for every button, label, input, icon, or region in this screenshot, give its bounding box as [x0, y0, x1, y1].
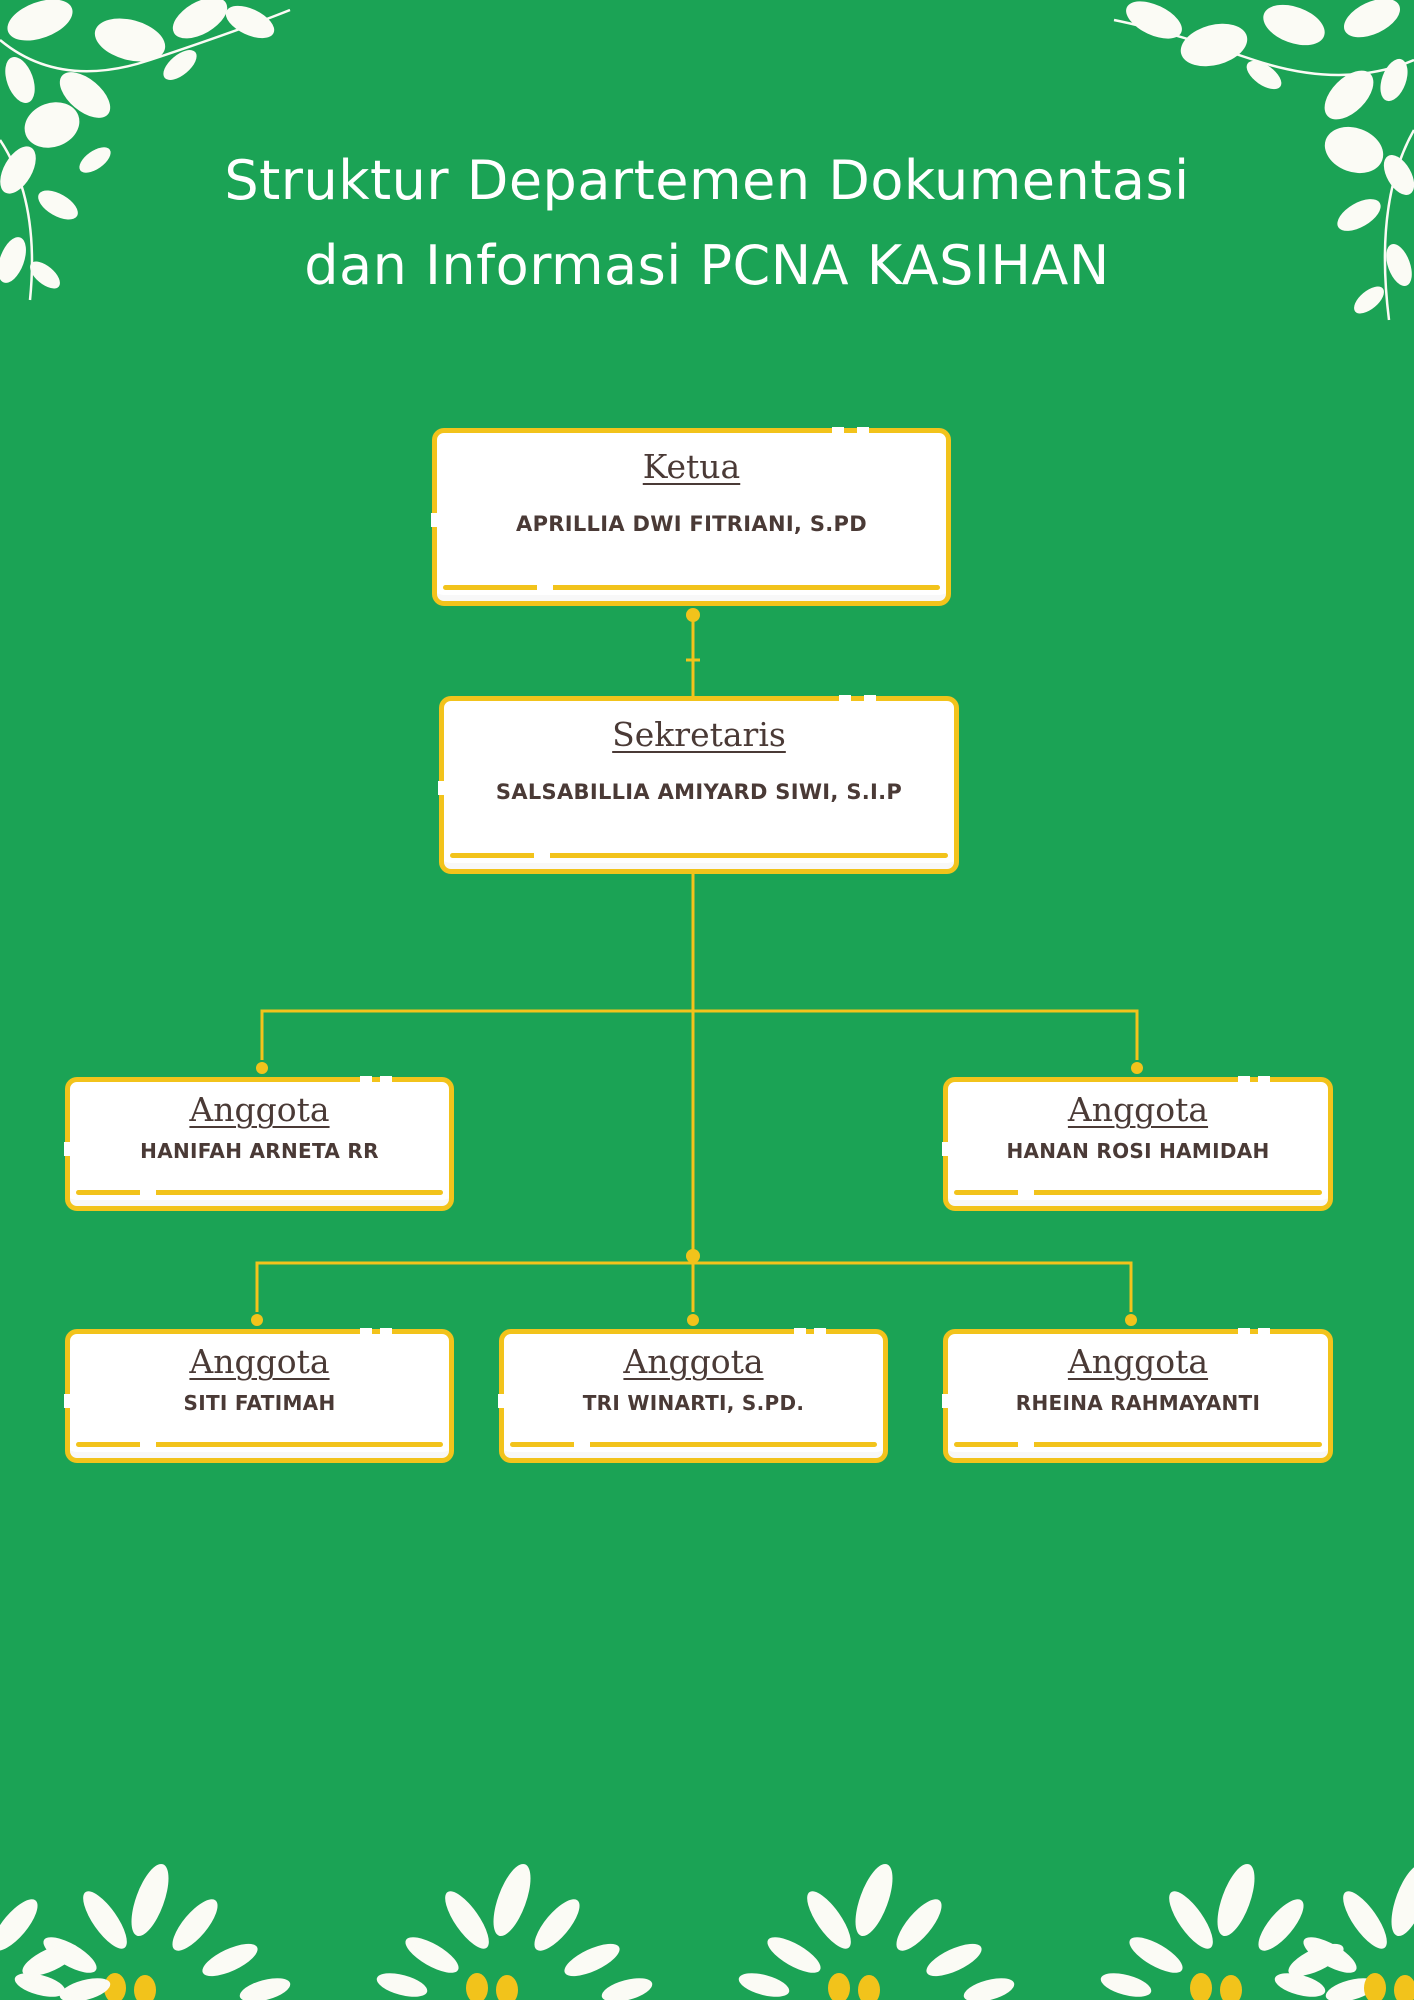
- ketua-name: APRILLIA DWI FITRIANI, S.PD: [516, 512, 867, 536]
- title-line-1: Struktur Departemen Dokumentasi: [224, 149, 1190, 212]
- anggota-role-label: Anggota: [1067, 1090, 1209, 1129]
- page-title: Struktur Departemen Dokumentasi dan Info…: [0, 138, 1414, 308]
- anggota-card: Anggota SITI FATIMAH: [64, 1328, 454, 1463]
- anggota-name: RHEINA RAHMAYANTI: [1015, 1391, 1261, 1415]
- anggota-name: TRI WINARTI, S.PD.: [582, 1391, 805, 1415]
- anggota-name: SITI FATIMAH: [183, 1391, 336, 1415]
- ketua-role-label: Ketua: [642, 447, 741, 486]
- sekretaris-name: SALSABILLIA AMIYARD SIWI, S.I.P: [495, 780, 903, 804]
- leaf-branch-top-right-icon: [1113, 0, 1414, 321]
- anggota-role-label: Anggota: [189, 1090, 330, 1129]
- ketua-card: Ketua APRILLIA DWI FITRIANI, S.PD: [431, 427, 951, 606]
- anggota-name: HANAN ROSI HAMIDAH: [1006, 1139, 1270, 1163]
- anggota-role-label: Anggota: [623, 1342, 764, 1381]
- anggota-card: Anggota HANIFAH ARNETA RR: [64, 1076, 454, 1211]
- anggota-role-label: Anggota: [1067, 1342, 1209, 1381]
- anggota-role-label: Anggota: [189, 1342, 330, 1381]
- sekretaris-card: Sekretaris SALSABILLIA AMIYARD SIWI, S.I…: [438, 695, 959, 874]
- title-line-2: dan Informasi PCNA KASIHAN: [304, 234, 1110, 297]
- anggota-card: Anggota RHEINA RAHMAYANTI: [942, 1328, 1333, 1463]
- leaf-and-berry-border-icon: [0, 1859, 1414, 2000]
- leaf-branch-top-left-icon: [0, 0, 291, 301]
- anggota-card: Anggota HANAN ROSI HAMIDAH: [942, 1076, 1333, 1211]
- anggota-name: HANIFAH ARNETA RR: [140, 1139, 379, 1163]
- anggota-card: Anggota TRI WINARTI, S.PD.: [498, 1328, 888, 1463]
- sekretaris-role-label: Sekretaris: [612, 715, 786, 754]
